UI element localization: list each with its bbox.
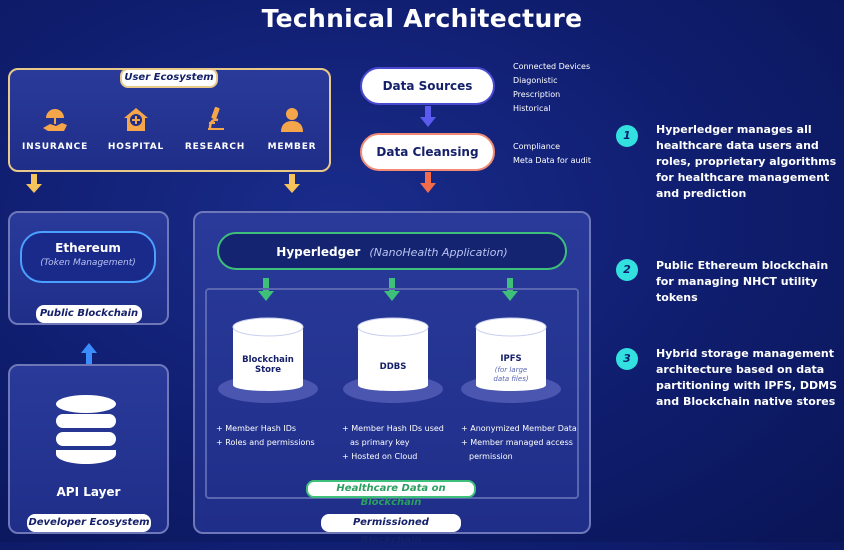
blockchain-store-cylinder <box>218 317 318 403</box>
person-icon <box>281 108 303 132</box>
point-number-1: 1 <box>616 125 638 147</box>
hospital-icon <box>124 108 148 131</box>
ipfs-label: IPFS (for large data files) <box>476 354 546 384</box>
ethereum-label: Ethereum <box>55 241 121 255</box>
data-cleansing-pill: Data Cleansing <box>360 133 495 171</box>
arrow-up-icon <box>81 343 97 365</box>
ddbs-label: DDBS <box>379 362 407 372</box>
bullet: + Roles and permissions <box>216 438 315 447</box>
microscope-icon <box>208 106 224 130</box>
ipfs-bullets: + Anonymized Member Data + Member manage… <box>461 422 577 464</box>
point-text-1: Hyperledger manages all healthcare data … <box>656 123 837 200</box>
user-ecosystem-tab: User Ecosystem <box>120 68 218 88</box>
public-blockchain-tab: Public Blockchain <box>36 305 142 323</box>
api-layer-label: API Layer <box>56 485 121 499</box>
point-number-3: 3 <box>616 348 638 370</box>
arrow-down-icon <box>420 172 436 193</box>
arrow-down-icon <box>258 278 274 301</box>
bullet: + Anonymized Member Data <box>461 424 577 433</box>
ddbs-cylinder <box>343 317 443 403</box>
arrow-down-icon <box>284 174 300 193</box>
user-item-member: MEMBER <box>252 104 332 152</box>
permissioned-blockchain-tab: Permissioned Blockchain <box>321 514 461 546</box>
data-sources-pill: Data Sources <box>360 67 495 105</box>
healthcare-data-box <box>205 288 579 499</box>
store-name: Blockchain <box>242 355 294 365</box>
insurance-umbrella-hand-icon <box>43 109 67 131</box>
developer-ecosystem-panel <box>8 364 169 534</box>
store-name: IPFS <box>500 354 522 364</box>
note: Prescription <box>513 90 561 99</box>
page-title: Technical Architecture <box>261 4 583 33</box>
store-name-2: Store <box>255 365 281 375</box>
blockchain-store-label: Blockchain Store <box>233 355 303 375</box>
bullet: + Member Hash IDs <box>216 424 297 433</box>
ethereum-pill: Ethereum (Token Management) <box>20 231 156 283</box>
note: Historical <box>513 104 551 113</box>
hyperledger-label: Hyperledger <box>276 245 361 259</box>
arrow-down-icon <box>26 174 42 193</box>
member-label: MEMBER <box>267 142 317 152</box>
bullet: + Member Hash IDs used <box>342 424 444 433</box>
store-sub: (for large data files) <box>493 366 529 383</box>
database-icon <box>56 395 116 464</box>
data-sources-notes: Connected Devices Diagonistic Prescripti… <box>513 60 590 116</box>
data-cleansing-notes: Compliance Meta Data for audit <box>513 140 591 168</box>
developer-ecosystem-tab: Developer Ecosystem <box>27 514 151 532</box>
ethereum-sublabel: (Token Management) <box>40 258 136 268</box>
hyperledger-sublabel: (NanoHealth Application) <box>369 246 508 259</box>
note: Diagonistic <box>513 76 558 85</box>
point-text-2: Public Ethereum blockchain for managing … <box>656 259 829 304</box>
hyperledger-pill: Hyperledger (NanoHealth Application) <box>217 232 567 270</box>
arrow-down-icon <box>420 106 436 127</box>
research-label: RESEARCH <box>184 142 246 152</box>
bullet: + Member managed access <box>461 438 573 447</box>
point-number-2: 2 <box>616 259 638 281</box>
ipfs-cylinder <box>461 317 561 403</box>
healthcare-data-tab: Healthcare Data on Blockchain <box>306 480 476 508</box>
note: Meta Data for audit <box>513 156 592 165</box>
bullet: as primary key <box>350 438 410 447</box>
point-text-3: Hybrid storage management architecture b… <box>656 347 838 408</box>
user-item-research: RESEARCH <box>175 104 255 152</box>
user-item-insurance: INSURANCE <box>15 104 95 152</box>
note: Compliance <box>513 142 561 151</box>
note: Connected Devices <box>513 62 591 71</box>
ddbs-bullets: + Member Hash IDs used as primary key + … <box>342 422 444 464</box>
arrow-down-icon <box>502 278 518 301</box>
user-item-hospital: HOSPITAL <box>96 104 176 152</box>
bullet: permission <box>469 452 513 461</box>
blockchain-store-bullets: + Member Hash IDs + Roles and permission… <box>216 422 315 450</box>
insurance-label: INSURANCE <box>21 142 89 152</box>
hospital-label: HOSPITAL <box>107 142 165 152</box>
arrow-down-icon <box>384 278 400 301</box>
bullet: + Hosted on Cloud <box>342 452 418 461</box>
